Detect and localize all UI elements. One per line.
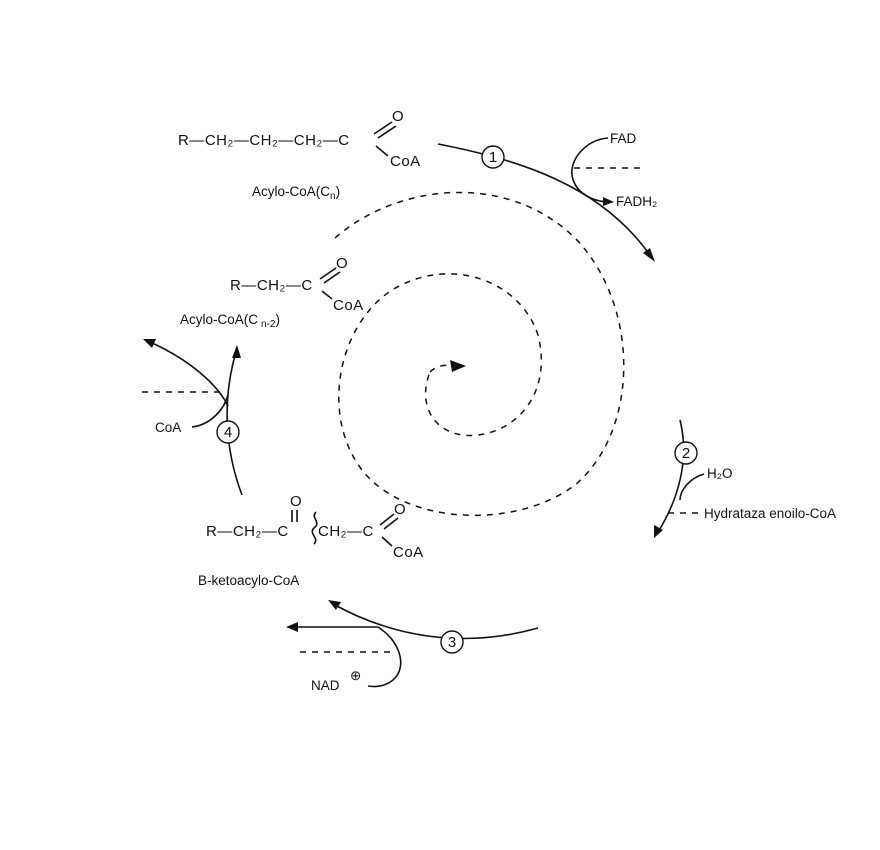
acyl-coa-n2-coa: CoA xyxy=(333,297,364,314)
spiral-outer-dashed xyxy=(334,191,625,517)
acyl-coa-n2-chain: R—CH₂—C xyxy=(230,277,313,294)
step-3-main-arrow xyxy=(334,604,539,640)
step-1-cofactor-arrowhead xyxy=(603,197,614,206)
step-2-water: H₂O xyxy=(707,466,733,481)
step-1-arrowhead xyxy=(643,248,655,262)
acyl-coa-n-chain: R—CH₂—CH₂—CH₂—C xyxy=(178,132,350,149)
step-4: 4 CoA xyxy=(142,339,243,496)
acyl-coa-n-oxygen: O xyxy=(392,108,404,125)
step-1-cofactor-out: FADH₂ xyxy=(616,194,657,209)
step-2-number: 2 xyxy=(682,445,690,462)
ketoacyl-coa-chain-left: R—CH₂—C xyxy=(206,523,289,540)
step-1-number: 1 xyxy=(489,149,497,166)
acyl-coa-n2-double-bond-1 xyxy=(319,267,337,280)
spiral-center-arrowhead xyxy=(450,360,466,372)
step-4-number: 4 xyxy=(224,424,232,441)
step-3-circle xyxy=(440,630,464,654)
step-3-arrowhead xyxy=(328,600,341,610)
step-2-water-curve xyxy=(679,473,705,501)
step-1: 1 FAD FADH₂ xyxy=(437,131,657,262)
step-4-cofactor-in: CoA xyxy=(155,420,181,435)
ketoacyl-coa-acyl-double-1 xyxy=(379,513,395,526)
step-4-circle xyxy=(216,420,240,444)
step-1-main-arrow xyxy=(437,143,651,256)
acyl-coa-n-double-bond-2 xyxy=(377,125,397,139)
step-3-cofactor-in: NAD xyxy=(311,678,340,693)
step-1-cofactor-in: FAD xyxy=(610,131,637,146)
step-2-arrowhead xyxy=(654,525,663,538)
ketoacyl-coa-acyl-double-2 xyxy=(383,517,399,530)
molecule-acyl-coa-n: R—CH₂—CH₂—CH₂—C O CoA Acylo-CoA(Cn) xyxy=(178,108,421,202)
step-4-arrowhead xyxy=(232,345,241,358)
acyl-coa-n-label: Acylo-CoA(Cn) xyxy=(252,184,340,202)
step-4-cofactor-curve xyxy=(191,394,229,428)
step-3: 3 NAD ⊕ xyxy=(286,600,539,693)
acyl-coa-n-coa: CoA xyxy=(390,153,421,170)
step-3-cofactor-curve xyxy=(367,626,402,688)
spiral-center-tail xyxy=(429,364,457,373)
ketoacyl-coa-label: B-ketoacylo-CoA xyxy=(198,573,299,588)
acyl-coa-n-double-bond-1 xyxy=(373,121,393,135)
step-4-product-curve xyxy=(149,341,229,407)
ketoacyl-coa-keto-oxygen: O xyxy=(290,493,302,510)
ketoacyl-coa-chain-right: CH₂—C xyxy=(318,523,374,540)
step-3-number: 3 xyxy=(448,634,456,651)
step-1-cofactor-curve xyxy=(571,137,609,203)
step-4-product-arrowhead xyxy=(143,339,156,348)
step-3-charge: ⊕ xyxy=(350,668,361,683)
molecule-ketoacyl-coa: R—CH₂—C O CH₂—C O CoA B-ketoacylo-CoA xyxy=(198,493,424,588)
step-3-product-arrowhead xyxy=(286,622,298,632)
step-2: 2 H₂O Hydrataza enoilo-CoA xyxy=(654,419,836,538)
acyl-coa-n2-double-bond-2 xyxy=(323,271,341,284)
acyl-coa-n2-oxygen: O xyxy=(336,255,348,272)
ketoacyl-coa-coa-bond xyxy=(381,536,393,547)
ketoacyl-coa-acyl-oxygen: O xyxy=(394,501,406,518)
step-2-enzyme: Hydrataza enoilo-CoA xyxy=(704,506,836,521)
ketoacyl-coa-coa: CoA xyxy=(393,544,424,561)
step-2-circle xyxy=(674,441,698,465)
step-1-circle xyxy=(481,145,505,169)
ketoacyl-coa-cleavage-mark xyxy=(311,511,318,545)
acyl-coa-n-coa-bond xyxy=(375,145,389,157)
acyl-coa-n2-coa-bond xyxy=(321,290,333,300)
step-2-main-arrow xyxy=(657,419,685,533)
